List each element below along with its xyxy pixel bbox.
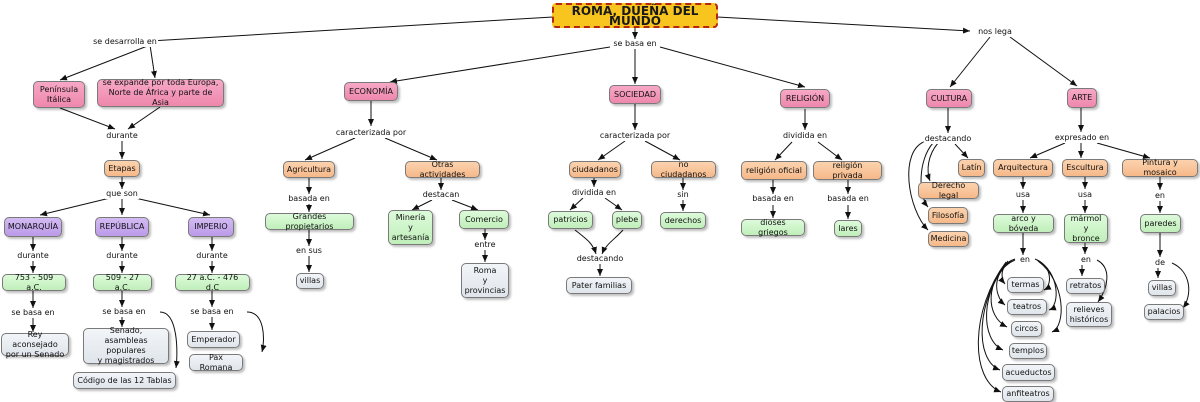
node-imperio[interactable]: IMPERIO bbox=[188, 217, 234, 237]
node-religion-privada[interactable]: religión privada bbox=[813, 161, 882, 180]
link-sin: sin bbox=[676, 190, 690, 200]
link-en-escultura: en bbox=[1080, 255, 1092, 265]
node-sociedad[interactable]: SOCIEDAD bbox=[609, 85, 661, 104]
node-otras-actividades[interactable]: Otras actividades bbox=[405, 160, 480, 179]
node-arquitectura[interactable]: Arquitectura bbox=[993, 159, 1053, 177]
node-republica[interactable]: REPÚBLICA bbox=[95, 217, 149, 237]
node-religion-oficial[interactable]: religión oficial bbox=[741, 161, 807, 180]
node-rey-senado[interactable]: Rey aconsejado por un Senado bbox=[1, 330, 69, 359]
node-se-expande[interactable]: se expande por toda Europa, Norte de Áfr… bbox=[97, 78, 224, 107]
node-arco-boveda[interactable]: arco y bóveda bbox=[993, 214, 1054, 233]
node-arte[interactable]: ARTE bbox=[1067, 88, 1097, 108]
node-pax-romana[interactable]: Pax Romana bbox=[189, 353, 243, 372]
link-usa-arquitectura: usa bbox=[1014, 190, 1032, 200]
node-no-ciudadanos[interactable]: no ciudadanos bbox=[651, 160, 716, 179]
link-entre: entre bbox=[473, 240, 497, 250]
node-grandes-propietarios[interactable]: Grandes propietarios bbox=[265, 212, 354, 231]
node-termas[interactable]: termas bbox=[1007, 277, 1044, 293]
node-acueductos[interactable]: acueductos bbox=[1002, 364, 1055, 381]
node-fecha-imperio[interactable]: 27 a.C. - 476 d.C bbox=[175, 273, 250, 292]
link-basada-en-agricultura: basada en bbox=[287, 194, 331, 204]
node-marmol-bronce[interactable]: mármol y bronce bbox=[1064, 214, 1108, 243]
node-circos[interactable]: circos bbox=[1011, 321, 1042, 337]
node-dioses-griegos[interactable]: dioses griegos bbox=[741, 218, 805, 237]
link-dividida-en-religion: dividida en bbox=[781, 131, 829, 141]
link-se-basa-imperio: se basa en bbox=[189, 307, 235, 317]
node-monarquia[interactable]: MONARQUÍA bbox=[4, 217, 62, 237]
node-pater-familias[interactable]: Pater familias bbox=[566, 277, 632, 294]
link-en-sus: en sus bbox=[295, 246, 323, 256]
link-de-pintura: de bbox=[1154, 258, 1166, 268]
link-durante-monarquia: durante bbox=[16, 251, 50, 261]
node-escultura[interactable]: Escultura bbox=[1062, 159, 1108, 177]
node-emperador[interactable]: Emperador bbox=[187, 331, 240, 348]
node-ciudadanos[interactable]: ciudadanos bbox=[569, 161, 621, 178]
node-peninsula-italica[interactable]: Península Itálica bbox=[33, 81, 85, 108]
node-retratos[interactable]: retratos bbox=[1066, 278, 1105, 294]
link-destacando-cultura: destacando bbox=[923, 134, 973, 144]
node-fecha-republica[interactable]: 509 - 27 a.C. bbox=[93, 273, 152, 292]
node-cultura[interactable]: CULTURA bbox=[926, 89, 972, 108]
node-derechos[interactable]: derechos bbox=[660, 212, 706, 229]
node-teatros[interactable]: teatros bbox=[1007, 299, 1047, 315]
link-caracterizada-por-sociedad: caracterizada por bbox=[598, 131, 672, 141]
node-senado-asambleas[interactable]: Senado, asambleas populares y magistrado… bbox=[83, 326, 169, 365]
node-lares[interactable]: lares bbox=[834, 220, 862, 237]
link-basada-en-oficial: basada en bbox=[751, 194, 795, 204]
node-religion[interactable]: RELIGIÓN bbox=[780, 89, 830, 108]
link-durante-republica: durante bbox=[105, 251, 139, 261]
link-se-basa-en-root: se basa en bbox=[612, 39, 658, 49]
node-comercio[interactable]: Comercio bbox=[459, 210, 509, 229]
link-durante: durante bbox=[105, 131, 139, 141]
link-que-son: que son bbox=[105, 189, 139, 199]
node-latin[interactable]: Latín bbox=[958, 159, 985, 177]
link-en-pintura: en bbox=[1154, 191, 1166, 201]
node-palacios[interactable]: palacios bbox=[1144, 304, 1184, 320]
link-caracterizada-por-economia: caracterizada por bbox=[334, 128, 408, 138]
node-filosofia[interactable]: Filosofía bbox=[928, 207, 968, 224]
node-mineria-artesania[interactable]: Minería y artesanía bbox=[388, 210, 433, 245]
link-dividida-en-sociedad: dividida en bbox=[570, 188, 618, 198]
link-nos-lega: nos lega bbox=[977, 27, 1013, 37]
node-codigo-12-tablas[interactable]: Código de las 12 Tablas bbox=[73, 372, 176, 389]
link-se-desarrolla-en: se desarrolla en bbox=[92, 37, 158, 47]
node-fecha-monarquia[interactable]: 753 - 509 a.C. bbox=[2, 273, 66, 292]
node-pintura-mosaico[interactable]: Pintura y mosaico bbox=[1122, 158, 1198, 177]
node-villas-economia[interactable]: villas bbox=[296, 273, 324, 289]
link-expresado-en: expresado en bbox=[1053, 133, 1111, 143]
link-destacan: destacan bbox=[421, 190, 461, 200]
node-roma-provincias[interactable]: Roma y provincias bbox=[461, 263, 509, 298]
node-paredes[interactable]: paredes bbox=[1140, 214, 1181, 233]
link-basada-en-privada: basada en bbox=[826, 194, 870, 204]
root-title[interactable]: ROMA, DUEÑA DEL MUNDO bbox=[552, 3, 718, 28]
link-durante-imperio: durante bbox=[195, 251, 229, 261]
node-agricultura[interactable]: Agricultura bbox=[283, 161, 335, 178]
link-se-basa-monarquia: se basa en bbox=[10, 308, 56, 318]
node-anfiteatros[interactable]: anfiteatros bbox=[1002, 386, 1054, 402]
node-templos[interactable]: templos bbox=[1009, 343, 1047, 359]
node-patricios[interactable]: patricios bbox=[548, 211, 593, 229]
node-plebe[interactable]: plebe bbox=[612, 211, 642, 229]
node-derecho-legal[interactable]: Derecho legal bbox=[918, 181, 979, 200]
node-villas-pintura[interactable]: villas bbox=[1148, 280, 1176, 296]
node-economia[interactable]: ECONOMÍA bbox=[344, 82, 398, 101]
node-etapas[interactable]: Etapas bbox=[104, 160, 140, 177]
node-relieves-historicos[interactable]: relieves históricos bbox=[1066, 302, 1112, 327]
link-destacando-sociedad: destacando bbox=[575, 254, 625, 264]
link-usa-escultura: usa bbox=[1076, 190, 1094, 200]
link-en-arquitectura: en bbox=[1019, 255, 1031, 265]
node-medicina[interactable]: Medicina bbox=[928, 231, 969, 247]
link-se-basa-republica: se basa en bbox=[101, 307, 147, 317]
